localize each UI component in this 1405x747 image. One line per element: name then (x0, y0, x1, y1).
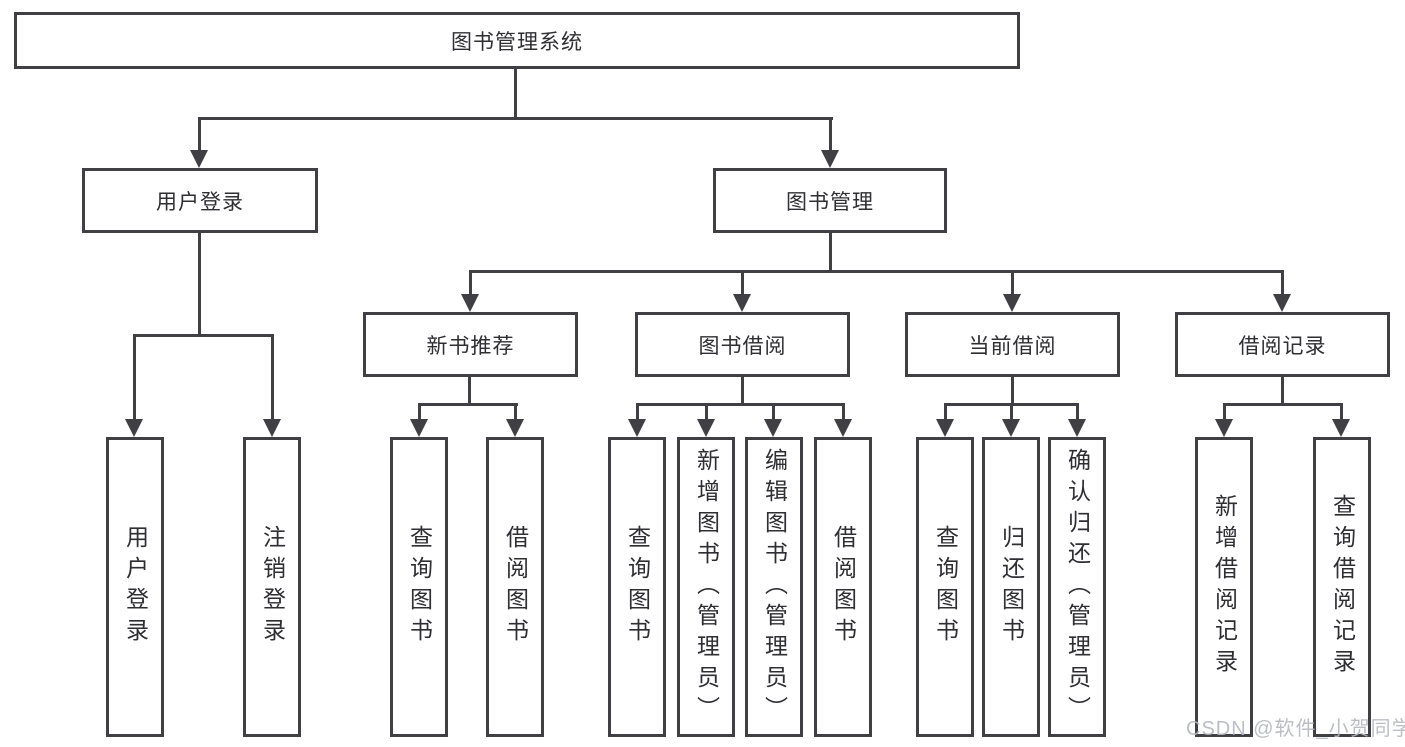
arrowhead-icon (697, 419, 715, 437)
node-leaf-return-books: 归还图书 (982, 437, 1040, 737)
arrowhead-icon (1003, 294, 1021, 312)
connector-line (1223, 403, 1226, 420)
connector-line (514, 69, 517, 119)
connector-line (772, 403, 775, 420)
arrowhead-icon (190, 150, 208, 168)
arrowhead-icon (936, 419, 954, 437)
node-leaf-recommend-borrow-books: 借阅图书 (486, 437, 544, 737)
arrowhead-icon (1273, 294, 1291, 312)
node-leaf-edit-books-admin: 编辑图书（管理员） (745, 437, 803, 737)
connector-line (636, 403, 639, 420)
node-user-login-label: 用户登录 (156, 190, 244, 214)
connector-line (842, 403, 845, 420)
node-leaf-add-borrow-record: 新增借阅记录 (1195, 437, 1253, 737)
node-book-borrowing-label: 图书借阅 (698, 334, 787, 358)
arrowhead-icon (834, 419, 852, 437)
node-leaf-add-books-admin-label: 新增图书（管理员） (693, 447, 720, 727)
node-user-login: 用户登录 (82, 168, 318, 233)
arrowhead-icon (506, 419, 524, 437)
node-leaf-user-login-label: 用户登录 (122, 525, 149, 649)
node-leaf-query-borrow-record: 查询借阅记录 (1313, 437, 1371, 737)
connector-line (1340, 403, 1343, 420)
connector-line (741, 377, 744, 406)
arrowhead-icon (410, 419, 428, 437)
arrowhead-icon (628, 419, 646, 437)
connector-line (198, 233, 201, 337)
node-library-management-system-label: 图书管理系统 (451, 30, 583, 54)
connector-line (636, 403, 845, 406)
connector-line (514, 403, 517, 420)
arrowhead-icon (1002, 419, 1020, 437)
connector-line (469, 270, 472, 295)
connector-line (741, 270, 744, 295)
arrowhead-icon (263, 419, 281, 437)
node-leaf-user-login: 用户登录 (106, 437, 164, 737)
node-new-book-recommend: 新书推荐 (363, 312, 578, 377)
node-book-management-label: 图书管理 (786, 190, 874, 214)
connector-line (1011, 270, 1014, 295)
arrowhead-icon (125, 419, 143, 437)
node-library-management-system: 图书管理系统 (14, 12, 1020, 69)
connector-line (1011, 377, 1014, 406)
arrowhead-icon (1332, 419, 1350, 437)
connector-line (198, 117, 833, 120)
connector-line (829, 233, 832, 273)
node-leaf-borrow-books: 借阅图书 (814, 437, 872, 737)
connector-line (944, 403, 947, 420)
node-leaf-query-borrow-record-label: 查询借阅记录 (1329, 494, 1356, 680)
arrowhead-icon (1215, 419, 1233, 437)
node-leaf-borrowing-query-books: 查询图书 (608, 437, 666, 737)
node-leaf-add-borrow-record-label: 新增借阅记录 (1211, 494, 1238, 680)
node-leaf-return-books-label: 归还图书 (998, 525, 1025, 649)
connector-line (133, 334, 274, 337)
node-leaf-recommend-borrow-books-label: 借阅图书 (502, 525, 529, 649)
arrowhead-icon (764, 419, 782, 437)
connector-line (469, 270, 1283, 273)
node-leaf-borrowing-query-books-label: 查询图书 (624, 525, 651, 649)
node-new-book-recommend-label: 新书推荐 (426, 334, 515, 358)
arrowhead-icon (733, 294, 751, 312)
arrowhead-icon (1068, 419, 1086, 437)
csdn-watermark: CSDN @软件_小贺同学 (1186, 718, 1405, 740)
node-leaf-edit-books-admin-label: 编辑图书（管理员） (761, 447, 788, 727)
connector-line (418, 403, 518, 406)
node-book-management: 图书管理 (713, 168, 947, 233)
node-current-borrowing-label: 当前借阅 (968, 334, 1057, 358)
node-current-borrowing: 当前借阅 (905, 312, 1120, 377)
connector-line (829, 117, 832, 151)
connector-line (1076, 403, 1079, 420)
node-borrowing-records-label: 借阅记录 (1238, 334, 1327, 358)
connector-line (271, 334, 274, 420)
connector-line (468, 377, 471, 406)
node-leaf-logout-label: 注销登录 (259, 525, 286, 649)
node-leaf-recommend-query-books-label: 查询图书 (406, 525, 433, 649)
connector-line (198, 117, 201, 152)
node-leaf-current-query-books: 查询图书 (916, 437, 974, 737)
connector-line (133, 334, 136, 420)
arrowhead-icon (461, 294, 479, 312)
connector-line (1281, 377, 1284, 406)
node-leaf-logout: 注销登录 (243, 437, 301, 737)
node-leaf-recommend-query-books: 查询图书 (390, 437, 448, 737)
connector-line (1223, 403, 1343, 406)
connector-line (705, 403, 708, 420)
connector-line (1010, 403, 1013, 420)
connector-line (418, 403, 421, 420)
node-leaf-confirm-return-admin: 确认归还（管理员） (1048, 437, 1106, 737)
arrowhead-icon (821, 150, 839, 168)
node-borrowing-records: 借阅记录 (1175, 312, 1390, 377)
connector-line (1281, 270, 1284, 295)
node-leaf-borrow-books-label: 借阅图书 (830, 525, 857, 649)
node-leaf-add-books-admin: 新增图书（管理员） (677, 437, 735, 737)
node-leaf-current-query-books-label: 查询图书 (932, 525, 959, 649)
node-book-borrowing: 图书借阅 (635, 312, 850, 377)
node-leaf-confirm-return-admin-label: 确认归还（管理员） (1064, 447, 1091, 727)
